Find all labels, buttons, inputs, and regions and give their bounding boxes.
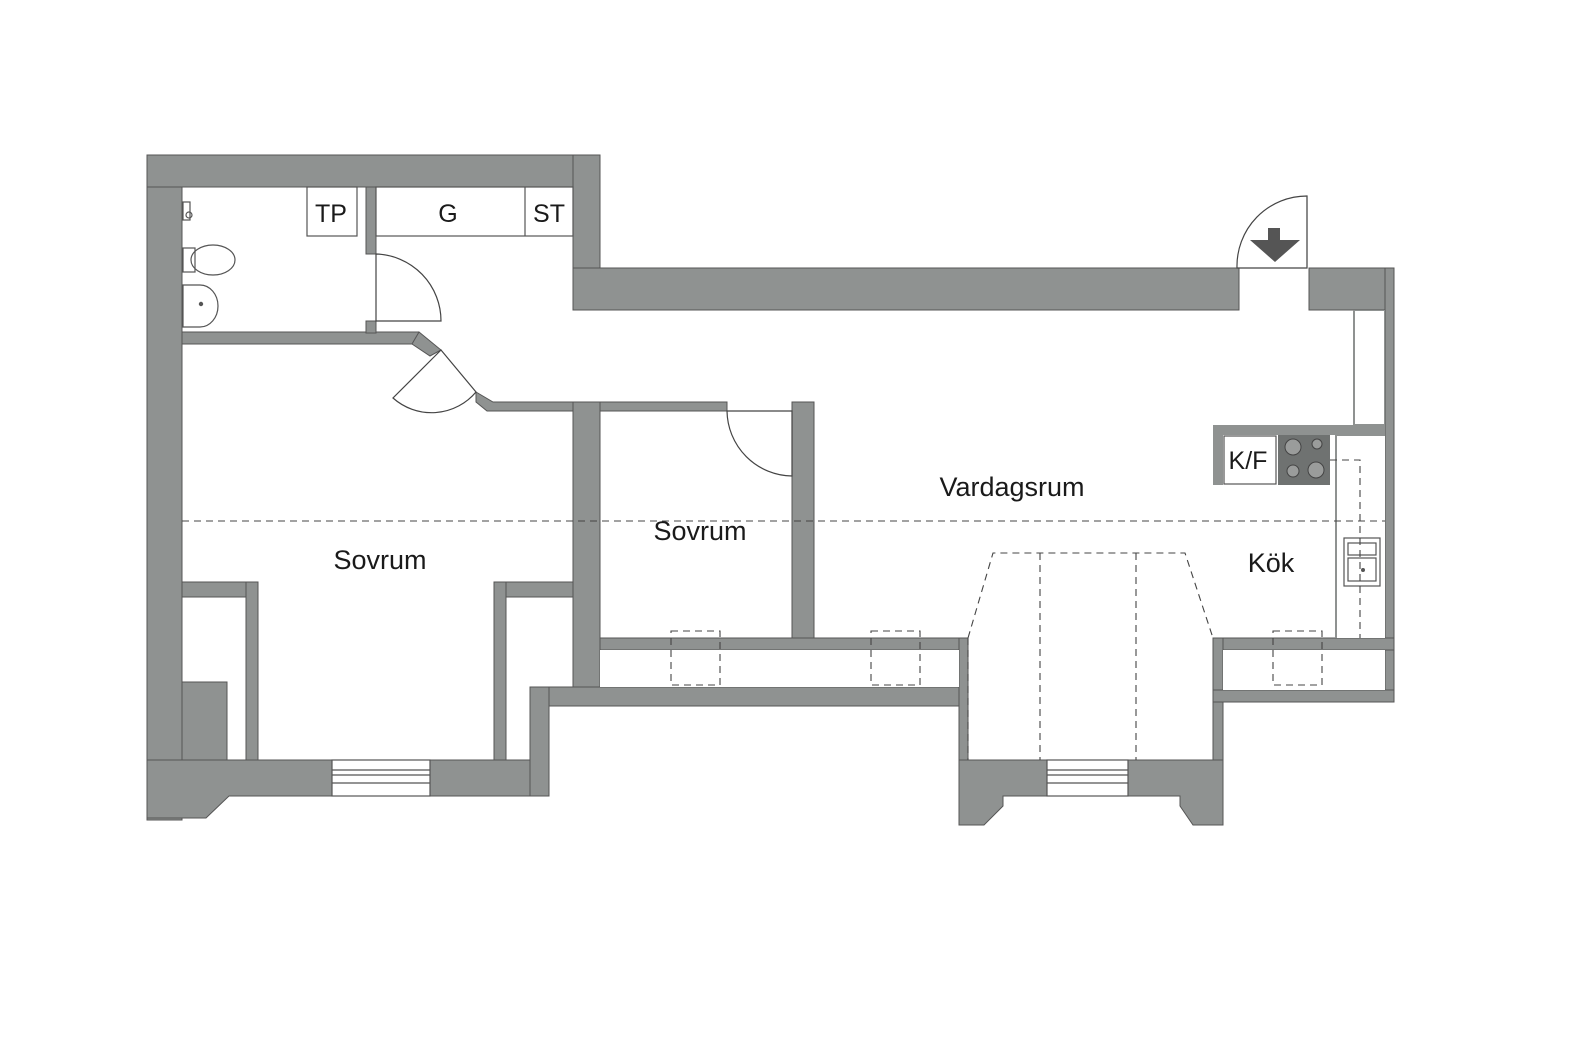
room-label-bedroom-large: Sovrum [333,545,426,575]
fixture-label-g: G [438,200,457,228]
stove-icon [1278,435,1330,485]
fixture-label-kf: K/F [1229,447,1268,475]
kitchen-sink-icon [1343,537,1381,587]
doors [375,195,1308,477]
dashed-lines [182,459,1385,760]
room-label-kitchen: Kök [1248,548,1295,578]
fixture-label-st: ST [533,200,565,228]
windows [331,759,1129,797]
walls [146,154,1395,826]
toilet-icon [182,244,236,276]
entrance-arrow-icon [1250,228,1300,262]
fixture-label-tp: TP [315,200,347,228]
closet-fixtures [306,186,574,237]
shower-tap-icon [182,201,193,221]
room-label-living-room: Vardagsrum [939,472,1084,502]
sink-icon [182,284,219,328]
room-label-bedroom-small: Sovrum [653,516,746,546]
